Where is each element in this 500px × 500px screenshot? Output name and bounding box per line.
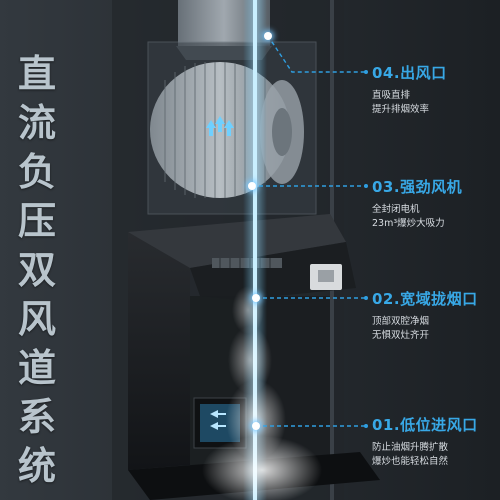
highlight-dot-fan [248, 182, 256, 190]
highlight-dot-hood [252, 294, 260, 302]
title-char: 直 [17, 52, 56, 96]
feature-low-intake: 01.低位进风口 防止油烟升腾扩散 爆炒也能轻松自然 [372, 414, 478, 469]
feature-desc-line: 提升排烟效率 [372, 104, 430, 115]
feature-desc-line: 直吸直排 [372, 90, 411, 101]
highlight-dot-outlet [264, 32, 272, 40]
title-char: 道 [17, 346, 56, 390]
feature-title: 01.低位进风口 [372, 416, 478, 434]
feature-outlet: 04.出风口 直吸直排 提升排烟效率 [372, 62, 447, 117]
title-char: 双 [17, 248, 56, 292]
feature-fan: 03.强劲风机 全封闭电机 23m³爆炒大吸力 [372, 176, 462, 231]
feature-desc: 顶部双腔净烟 无惧双灶齐开 [372, 315, 478, 343]
title-char: 流 [17, 101, 56, 145]
title-char: 统 [17, 444, 56, 488]
title-char: 系 [17, 395, 56, 439]
feature-title: 04.出风口 [372, 64, 447, 82]
title-char: 负 [17, 150, 56, 194]
title-char: 压 [17, 199, 56, 243]
feature-desc-line: 爆炒也能轻松自然 [372, 456, 449, 467]
feature-desc-line: 无惧双灶齐开 [372, 330, 430, 341]
feature-title: 03.强劲风机 [372, 178, 463, 196]
feature-desc: 全封闭电机 23m³爆炒大吸力 [372, 203, 462, 231]
feature-desc: 防止油烟升腾扩散 爆炒也能轻松自然 [372, 441, 478, 469]
feature-hood-intake: 02.宽域拢烟口 顶部双腔净烟 无惧双灶齐开 [372, 288, 478, 343]
feature-desc: 直吸直排 提升排烟效率 [372, 89, 447, 117]
feature-desc-line: 防止油烟升腾扩散 [372, 442, 449, 453]
feature-desc-line: 23m³爆炒大吸力 [372, 218, 445, 229]
vertical-title: 直 流 负 压 双 风 道 系 统 [14, 50, 60, 491]
title-char: 风 [17, 297, 56, 341]
feature-title: 02.宽域拢烟口 [372, 290, 478, 308]
highlight-dot-intake [252, 422, 260, 430]
feature-desc-line: 顶部双腔净烟 [372, 316, 430, 327]
feature-desc-line: 全封闭电机 [372, 204, 420, 215]
